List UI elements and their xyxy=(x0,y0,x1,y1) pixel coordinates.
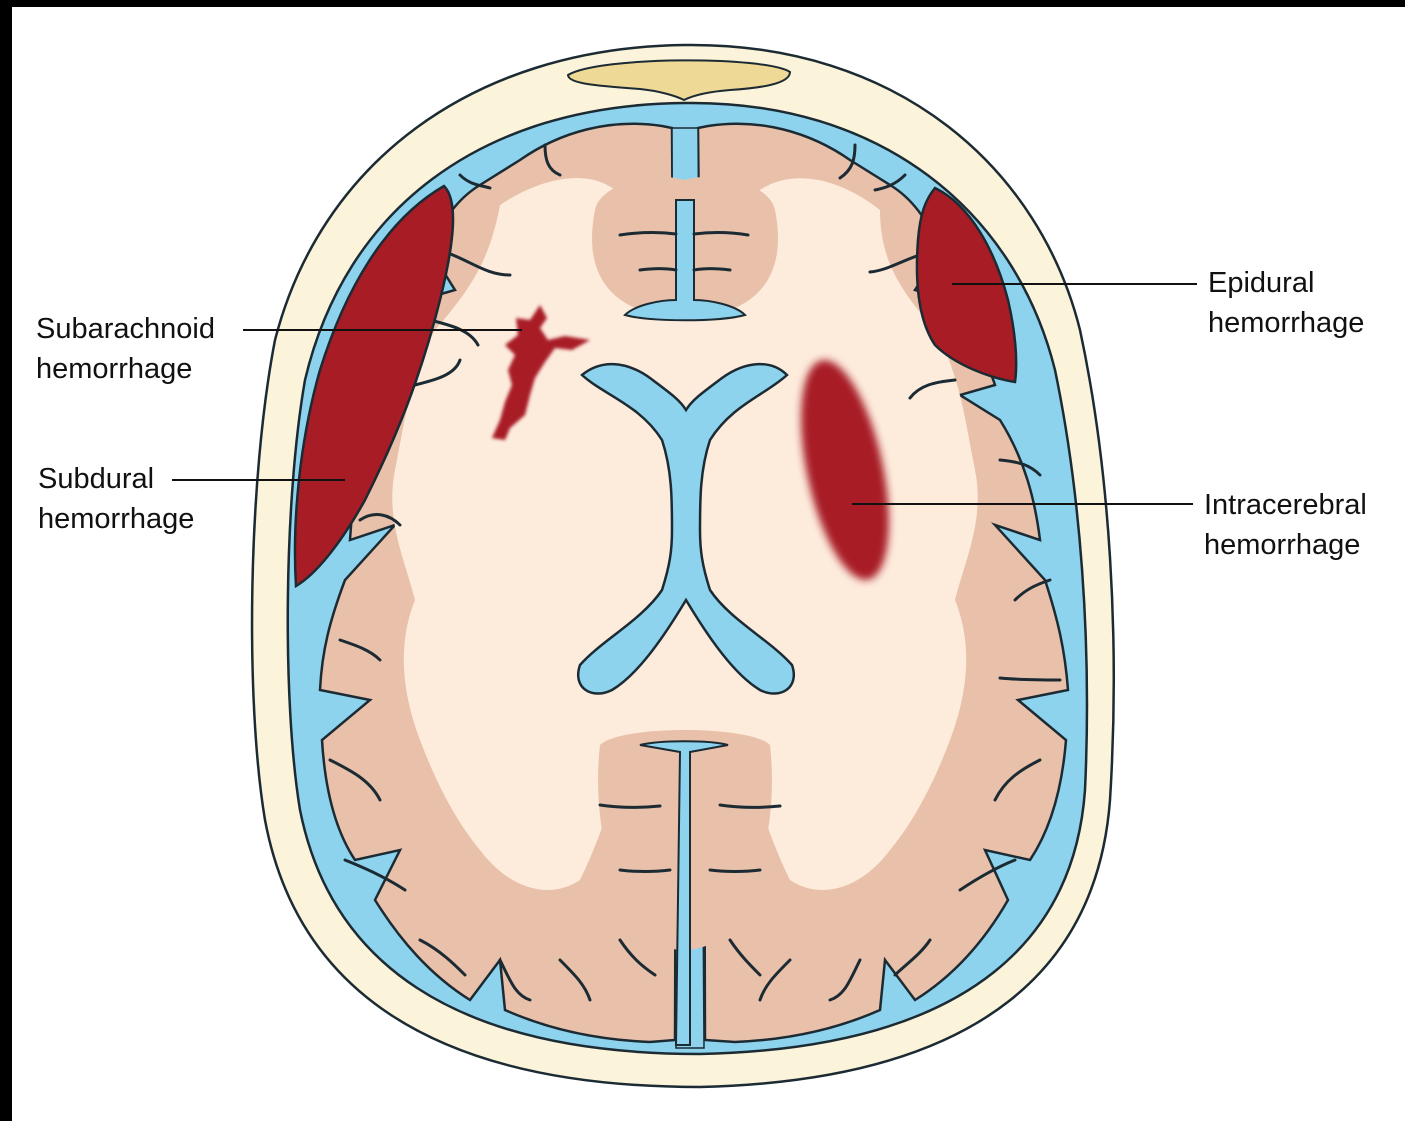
label-subarachnoid-line1: Subarachnoid xyxy=(36,309,215,349)
label-intracerebral-line1: Intracerebral xyxy=(1204,485,1367,525)
label-epidural-hemorrhage: Epidural hemorrhage xyxy=(1208,263,1364,343)
label-subarachnoid-hemorrhage: Subarachnoid hemorrhage xyxy=(36,309,215,389)
label-subdural-hemorrhage: Subdural hemorrhage xyxy=(38,459,194,539)
label-intracerebral-line2: hemorrhage xyxy=(1204,525,1367,565)
label-intracerebral-hemorrhage: Intracerebral hemorrhage xyxy=(1204,485,1367,565)
label-subdural-line2: hemorrhage xyxy=(38,499,194,539)
label-epidural-line2: hemorrhage xyxy=(1208,303,1364,343)
label-subarachnoid-line2: hemorrhage xyxy=(36,349,215,389)
label-subdural-line1: Subdural xyxy=(38,459,194,499)
label-epidural-line1: Epidural xyxy=(1208,263,1364,303)
